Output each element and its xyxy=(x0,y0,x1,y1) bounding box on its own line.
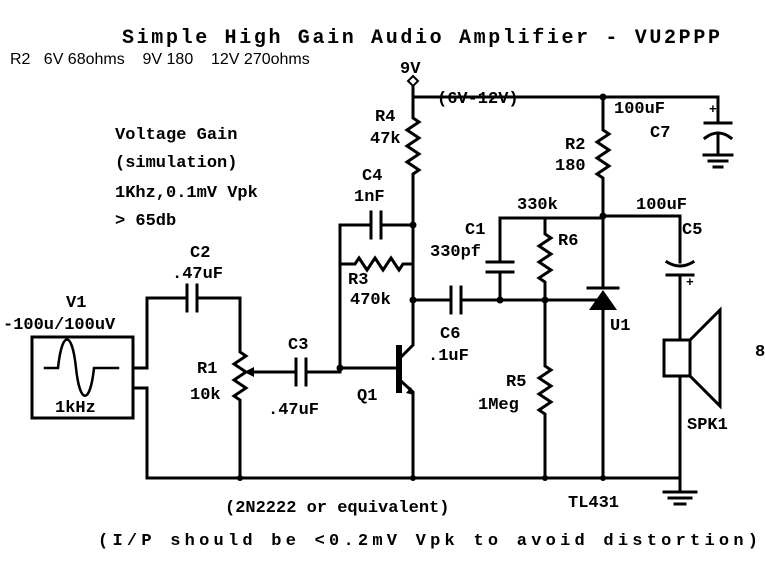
r2-resistor xyxy=(594,95,612,220)
c1-value: 330pf xyxy=(430,243,481,262)
r4-ref: R4 xyxy=(375,108,395,127)
u1-ref: U1 xyxy=(610,317,630,336)
r6-value: 330k xyxy=(517,196,558,215)
r3-resistor xyxy=(338,255,415,273)
c5-value: 100uF xyxy=(636,196,687,215)
supply-range: (6V-12V) xyxy=(437,90,519,109)
svg-text:+: + xyxy=(709,102,717,117)
q1-transistor xyxy=(338,298,415,480)
r4-resistor xyxy=(404,95,422,302)
r2-ref: R2 xyxy=(565,136,585,155)
u1-tl431 xyxy=(586,216,620,480)
footnote: (2N2222 or equivalent) xyxy=(225,499,449,518)
footnote: (I/P should be <0.2mV Vpk to avoid disto… xyxy=(98,532,758,551)
gain-note: 1Khz,0.1mV Vpk xyxy=(115,184,258,203)
c6-capacitor xyxy=(411,285,592,315)
c3-ref: C3 xyxy=(288,336,308,355)
r5-value: 1Meg xyxy=(478,396,519,415)
v1-ref: V1 xyxy=(66,294,86,313)
r4-value: 47k xyxy=(370,130,401,149)
c1-capacitor xyxy=(485,216,605,302)
c7-value: 100uF xyxy=(614,100,665,119)
u1-part: TL431 xyxy=(568,494,619,513)
gain-note: > 65db xyxy=(115,212,176,231)
r6-ref: R6 xyxy=(558,232,578,251)
c6-ref: C6 xyxy=(440,325,460,344)
c5-capacitor: + xyxy=(601,214,696,342)
c4-value: 1nF xyxy=(354,188,385,207)
v1-freq: 1kHz xyxy=(55,399,96,418)
c7-capacitor: + xyxy=(702,102,734,169)
v1-sine-source xyxy=(30,283,242,480)
c1-ref: C1 xyxy=(465,221,485,240)
r3-value: 470k xyxy=(350,291,391,310)
gain-note: Voltage Gain xyxy=(115,126,237,145)
r1-value: 10k xyxy=(190,386,221,405)
c4-capacitor xyxy=(338,210,415,370)
r2-note: R2 6V 68ohms 9V 180 12V 270ohms xyxy=(10,51,310,68)
r1-ref: R1 xyxy=(197,360,217,379)
svg-text:+: + xyxy=(686,275,694,290)
r6-resistor xyxy=(536,216,554,302)
c3-capacitor xyxy=(250,357,342,387)
spk1-value: 8 xyxy=(755,343,765,362)
gain-note: (simulation) xyxy=(115,154,237,173)
c7-ref: C7 xyxy=(650,124,670,143)
r3-ref: R3 xyxy=(348,271,368,290)
spk1-ref: SPK1 xyxy=(687,416,728,435)
c2-value: .47uF xyxy=(172,265,223,284)
r5-ref: R5 xyxy=(506,373,526,392)
ground-icon xyxy=(662,476,698,506)
speaker-icon xyxy=(662,306,722,480)
c6-value: .1uF xyxy=(428,347,469,366)
c5-ref: C5 xyxy=(682,221,702,240)
r1-potentiometer xyxy=(231,338,249,480)
c4-ref: C4 xyxy=(362,167,382,186)
r2-value: 180 xyxy=(555,157,586,176)
v1-value: -100u/100uV xyxy=(3,316,116,335)
supply-rail xyxy=(411,84,720,112)
r5-resistor xyxy=(536,298,554,480)
supply-label: 9V xyxy=(400,60,421,79)
c2-ref: C2 xyxy=(190,244,210,263)
title: Simple High Gain Audio Amplifier - VU2PP… xyxy=(122,27,720,50)
c3-value: .47uF xyxy=(268,401,319,420)
q1-ref: Q1 xyxy=(357,387,377,406)
